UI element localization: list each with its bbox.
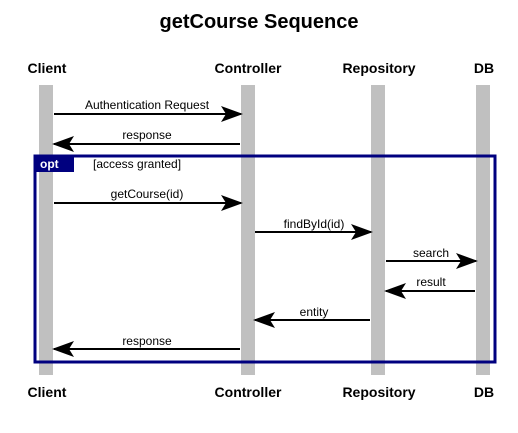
message-label-getcourse: getCourse(id) — [111, 187, 184, 201]
participant-repository-top: Repository — [342, 60, 415, 76]
participant-db-bottom: DB — [474, 384, 494, 400]
lifeline-client — [39, 85, 53, 375]
opt-fragment-guard: [access granted] — [93, 157, 181, 171]
diagram-title: getCourse Sequence — [160, 11, 359, 33]
lifeline-repository — [371, 85, 385, 375]
message-label-auth-request: Authentication Request — [85, 98, 210, 112]
message-label-result: result — [416, 275, 446, 289]
message-label-response-2: response — [122, 334, 172, 348]
lifeline-controller — [241, 85, 255, 375]
participant-db-top: DB — [474, 60, 494, 76]
opt-fragment-tag — [35, 156, 74, 172]
participant-controller-top: Controller — [215, 60, 282, 76]
opt-fragment-frame — [33, 154, 497, 364]
message-label-response-1: response — [122, 128, 172, 142]
message-label-search: search — [413, 246, 449, 260]
participant-controller-bottom: Controller — [215, 384, 282, 400]
message-label-findbyid: findById(id) — [284, 217, 345, 231]
participant-repository-bottom: Repository — [342, 384, 415, 400]
participant-client-top: Client — [28, 60, 67, 76]
message-label-entity: entity — [300, 305, 329, 319]
participant-client-bottom: Client — [28, 384, 67, 400]
opt-fragment-operator: opt — [40, 157, 59, 171]
lifeline-db — [476, 85, 490, 375]
